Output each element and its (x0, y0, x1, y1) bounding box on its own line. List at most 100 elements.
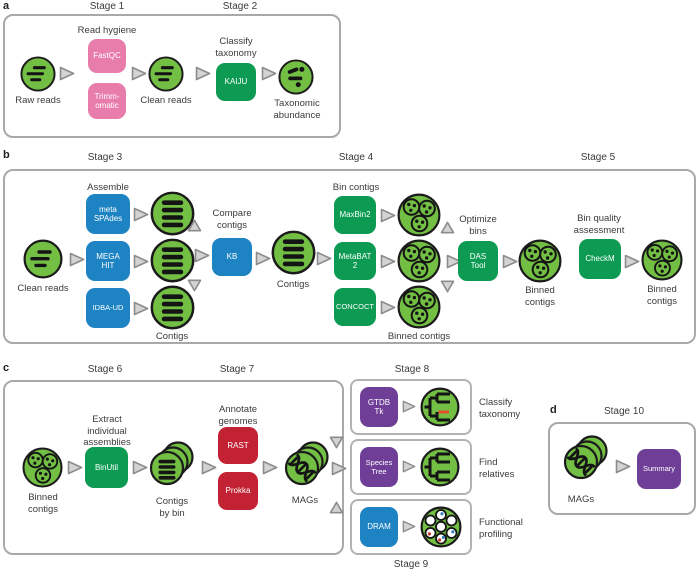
mags-label: MAGs (567, 494, 595, 505)
arrow-right-icon (133, 254, 149, 269)
gtdb-line1: GTDB (367, 397, 391, 407)
functional-profiling-icon (420, 506, 462, 548)
read-hygiene-label: Read hygiene (77, 25, 137, 36)
arrow-down-icon (329, 436, 344, 449)
binned-line2: contigs (27, 503, 59, 515)
metaspades-line2: SPAdes (93, 214, 123, 223)
binned-contigs-icon (518, 239, 562, 283)
functional-line2: profiling (479, 528, 513, 540)
binned-line2: contigs (524, 296, 556, 308)
das-line2: Tool (470, 261, 486, 270)
annotate-line1: Annotate (218, 404, 258, 415)
arrow-down-icon (440, 280, 455, 293)
cbb-line2: by bin (159, 507, 185, 519)
tool-binutil: BinUtil (85, 447, 128, 488)
arrow-right-icon (402, 520, 416, 533)
arrow-right-icon (624, 254, 640, 269)
arrow-right-icon (261, 66, 277, 81)
tool-kaiju-label: KAIJU (224, 77, 248, 87)
stage-3-header: Stage 3 (87, 152, 123, 163)
classify-line2: taxonomy (479, 408, 521, 420)
binned-contigs-icon (397, 239, 441, 283)
taxonomy-tree-icon (420, 387, 460, 427)
stage-7-header: Stage 7 (219, 364, 255, 375)
taxonomic-abundance-icon (278, 59, 314, 95)
arrow-right-icon (201, 460, 217, 475)
panel-d-letter: d (550, 404, 557, 416)
gtdb-line2: Tk (374, 407, 384, 416)
quality-line2: assessment (573, 224, 625, 236)
arrow-right-icon (133, 207, 149, 222)
megahit-line2: HIT (101, 261, 115, 270)
tool-dram: DRAM (360, 507, 398, 547)
arrow-right-icon (255, 251, 271, 266)
arrow-right-icon (69, 252, 85, 267)
binned-line1: Binned (525, 285, 555, 296)
stage-1-header: Stage 1 (89, 1, 125, 12)
tool-maxbin2: MaxBin2 (334, 196, 376, 234)
optimize-line2: bins (469, 225, 487, 237)
stage-8-header: Stage 8 (394, 364, 430, 375)
concoct-label: CONCOCT (336, 302, 374, 312)
binutil-label: BinUtil (94, 462, 119, 472)
arrow-right-icon (380, 254, 396, 269)
arrow-right-icon (402, 460, 416, 473)
arrow-right-icon (502, 254, 518, 269)
find-line1: Find (479, 457, 498, 468)
stage-9-header: Stage 9 (393, 559, 429, 570)
arrow-right-icon (67, 460, 83, 475)
arrow-down-icon (187, 279, 202, 292)
tool-summary: Summary (637, 449, 681, 489)
contigs-icon (150, 238, 195, 283)
summary-label: Summary (642, 464, 676, 474)
metaspades-line1: meta (99, 204, 117, 214)
arrow-right-icon (380, 208, 396, 223)
stage-10-header: Stage 10 (603, 406, 645, 417)
tool-trimmomatic-line2: omatic (95, 101, 119, 110)
stage-2-header: Stage 2 (222, 1, 258, 12)
contigs-by-bin-icon (142, 441, 196, 493)
stage-6-header: Stage 6 (87, 364, 123, 375)
annotate-line2: genomes (218, 415, 258, 427)
binned-contigs-icon (641, 239, 683, 281)
checkm-label: CheckM (585, 254, 615, 264)
clean-reads-icon (23, 239, 63, 279)
compare-line1: Compare (212, 208, 252, 219)
arrow-right-icon (615, 459, 631, 474)
panel-a-letter: a (3, 0, 10, 12)
arrow-right-icon (402, 400, 416, 413)
clean-reads-label: Clean reads (140, 95, 192, 106)
classify-line2: taxonomy (215, 47, 257, 59)
functional-line1: Functional (479, 517, 523, 528)
arrow-right-icon (133, 301, 149, 316)
arrow-right-icon (316, 251, 332, 266)
tool-kaiju: KAIJU (216, 63, 256, 101)
panel-c-letter: c (3, 362, 10, 374)
contigs-icon (271, 230, 316, 275)
arrow-right-icon (131, 66, 147, 81)
metabat-line2: 2 (352, 261, 358, 270)
tool-idba-ud: IDBA-UD (86, 288, 130, 328)
idba-label: IDBA-UD (92, 303, 124, 313)
binned-line1: Binned (28, 492, 58, 503)
mags-icon (277, 441, 331, 493)
panel-b-letter: b (3, 149, 10, 161)
compare-line2: contigs (216, 219, 248, 231)
quality-line1: Bin quality (577, 213, 621, 224)
mags-label: MAGs (291, 495, 319, 506)
relatives-tree-icon (420, 447, 460, 487)
arrow-right-icon (380, 300, 396, 315)
stage-4-header: Stage 4 (338, 152, 374, 163)
